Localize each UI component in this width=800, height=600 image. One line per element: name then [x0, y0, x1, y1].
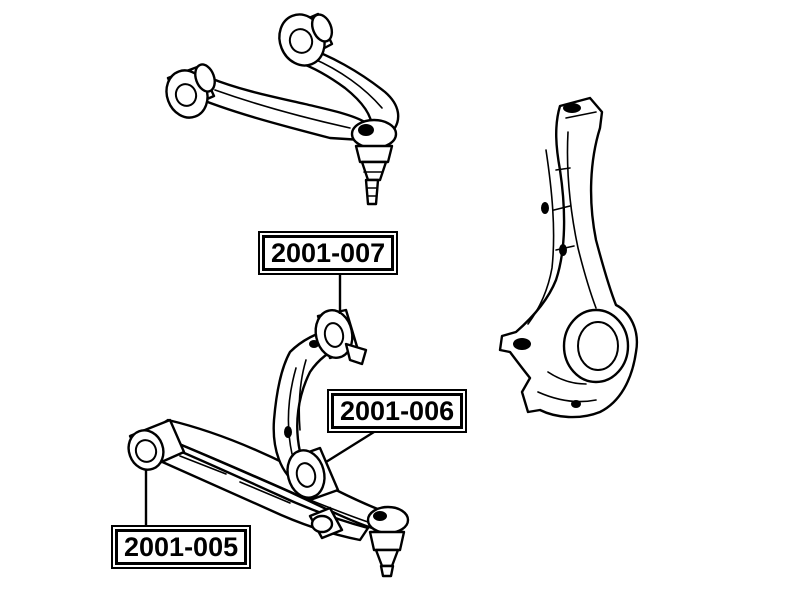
knuckle-lower-hole	[571, 400, 581, 408]
leader-line-006	[325, 426, 376, 464]
lower-arm-slot	[284, 426, 292, 438]
part-label-2001-006: 2001-006	[331, 393, 464, 429]
upper-arm-front-bushing	[278, 12, 334, 67]
lower-arm-bushing-005	[127, 418, 186, 471]
knuckle-bolt-hole-1	[541, 202, 549, 214]
part-label-2001-005: 2001-005	[115, 529, 248, 565]
upper-arm-rear-branch	[188, 76, 370, 142]
lower-arm-rear-line-2	[179, 455, 291, 504]
upper-control-arm	[165, 12, 400, 206]
lower-arm-front-line	[287, 359, 307, 455]
upper-arm-rear-bushing	[165, 63, 216, 119]
knuckle-edge-line	[527, 149, 555, 325]
knuckle-tie-rod-hole	[513, 338, 531, 350]
upper-arm-edge-line	[214, 89, 351, 129]
knuckle-bolt-hole-2	[559, 244, 567, 256]
lower-arm-bushing-007	[314, 308, 368, 366]
upper-arm-ball-joint	[350, 118, 398, 206]
lower-arm-ball-joint	[308, 505, 410, 578]
lower-arm-rear-branch	[148, 418, 382, 530]
steering-knuckle	[498, 96, 639, 419]
part-label-2001-007: 2001-007	[262, 235, 395, 271]
lower-control-arm	[127, 308, 410, 578]
lower-arm-bushing-006	[286, 446, 340, 502]
knuckle-hub-inner	[577, 321, 619, 371]
knuckle-spine-line	[565, 111, 597, 309]
knuckle-lower-lines	[537, 371, 597, 403]
upper-arm-edge-line-2	[311, 57, 383, 109]
knuckle-top-bore	[563, 103, 581, 113]
lower-arm-rear-line	[169, 439, 369, 523]
